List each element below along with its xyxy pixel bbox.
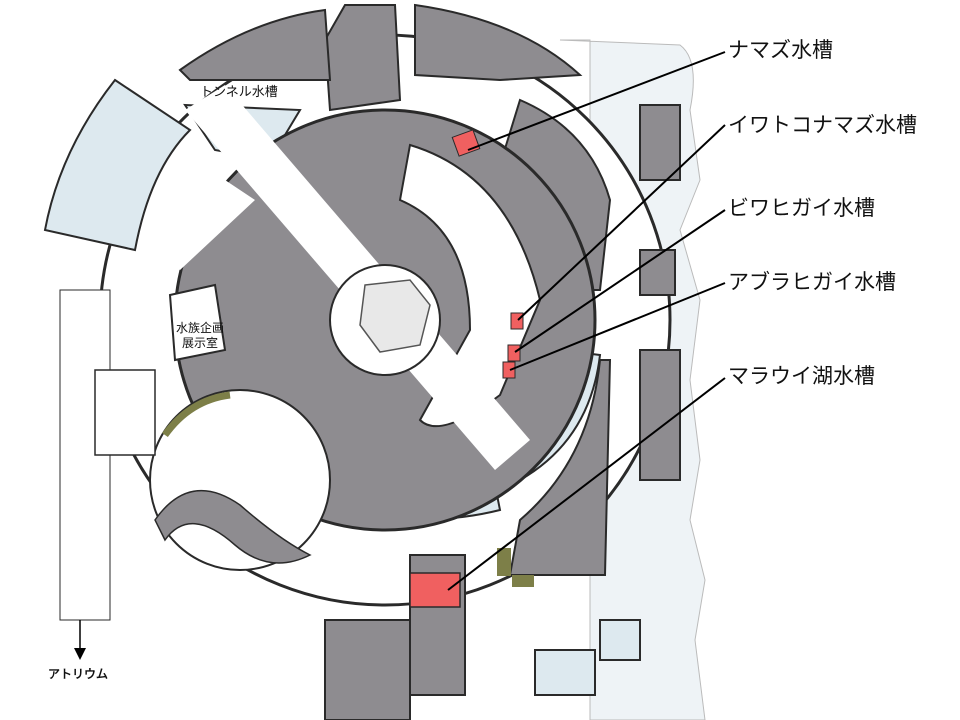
label-tunnel: トンネル水槽 bbox=[200, 85, 278, 100]
serpentine-tank bbox=[154, 489, 312, 564]
exhibit-room bbox=[168, 283, 227, 362]
leader-iwatoko bbox=[517, 124, 726, 321]
leader-aburahigai bbox=[509, 282, 726, 371]
tank-aburahigai bbox=[502, 361, 516, 379]
leader-malawi bbox=[447, 377, 726, 591]
label-atrium: アトリウム bbox=[48, 667, 109, 681]
tank-left-arc bbox=[43, 78, 192, 252]
bottom-room-left bbox=[324, 619, 411, 720]
right-room-1 bbox=[639, 104, 681, 181]
olive-marker-1 bbox=[497, 548, 511, 576]
corridor-upper-left bbox=[155, 180, 255, 270]
label-namazu: ナマズ水槽 bbox=[728, 38, 833, 62]
bottom-room-tank bbox=[534, 649, 596, 696]
leader-biwahigai bbox=[514, 209, 726, 353]
tank-iwatoko bbox=[510, 312, 524, 330]
label-exhibit-2: 展示室 bbox=[182, 336, 219, 350]
center-tank bbox=[359, 279, 431, 353]
leader-namazu bbox=[467, 51, 726, 151]
label-aburahigai: アブラヒガイ水槽 bbox=[728, 270, 896, 294]
label-iwatoko: イワトコナマズ水槽 bbox=[728, 113, 917, 137]
wedge-top-right bbox=[414, 3, 583, 82]
label-malawi: マラウイ湖水槽 bbox=[728, 364, 875, 388]
label-exhibit-1: 水族企画 bbox=[176, 321, 225, 335]
wedge-top-left bbox=[178, 8, 332, 81]
olive-arc bbox=[162, 391, 231, 438]
right-room-3 bbox=[639, 349, 681, 481]
bottom-room-right bbox=[599, 619, 641, 661]
tank-namazu bbox=[451, 129, 481, 157]
tank-biwahigai bbox=[507, 344, 521, 362]
tank-malawi bbox=[409, 572, 461, 608]
label-biwahigai: ビワヒガイ水槽 bbox=[728, 196, 875, 220]
lower-left-round-room bbox=[149, 389, 331, 571]
wedge-lower-right bbox=[508, 359, 612, 576]
wedge-top bbox=[323, 4, 402, 112]
right-room-2 bbox=[639, 249, 676, 296]
left-block bbox=[94, 369, 156, 456]
atrium-arrow-head bbox=[74, 648, 86, 660]
olive-marker-2 bbox=[512, 575, 534, 587]
